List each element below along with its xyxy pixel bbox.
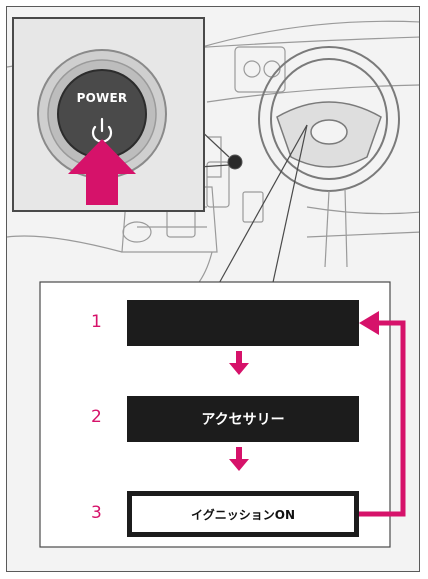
step-number-3: 3 — [91, 503, 102, 523]
press-arrow — [68, 139, 136, 205]
power-button-zoom — [37, 49, 167, 205]
mode-panel-bg — [39, 281, 406, 548]
power-button-inset: POWER — [12, 17, 205, 212]
step-number-1: 1 — [91, 312, 102, 332]
return-arrow — [359, 320, 406, 517]
illustration-frame: POWER 1 2 アクセサリー 3 イグニッションON — [6, 6, 420, 572]
power-label: POWER — [76, 91, 128, 105]
step-number-2: 2 — [91, 407, 102, 427]
mode-ignition-box: イグニッションON — [127, 491, 359, 537]
mode-ignition-label: イグニッションON — [132, 496, 354, 532]
mode-accessory-box: アクセサリー — [127, 396, 359, 442]
mode-off-box — [127, 300, 359, 346]
